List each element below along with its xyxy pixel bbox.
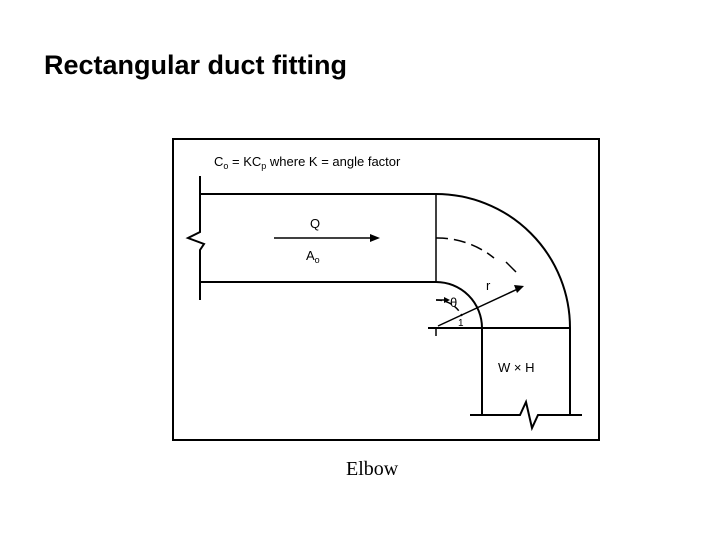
flow-arrowhead — [370, 234, 380, 242]
elbow-inner-wall — [435, 281, 483, 329]
flow-label: Q — [310, 216, 320, 231]
tick-label: 1 — [458, 318, 464, 329]
radius-line — [437, 286, 523, 327]
area-label: Ao — [306, 248, 320, 265]
radius-arrowhead — [514, 285, 524, 293]
figure-caption: Elbow — [346, 458, 399, 480]
inlet-break-line — [185, 176, 206, 300]
slide-title: Rectangular duct fitting — [44, 50, 347, 80]
equation-text: Co = KCp where K = angle factor — [214, 154, 401, 171]
outlet-break-line — [470, 398, 582, 432]
radius-label: r — [486, 278, 491, 293]
elbow-outer-wall — [435, 193, 571, 329]
angle-tick — [505, 261, 517, 273]
elbow-diagram: Co = KCp where K = angle factor Q Ao r — [172, 138, 600, 441]
dims-label: W × H — [498, 360, 534, 375]
theta-arrowhead — [444, 297, 450, 303]
angle-arc-inner — [435, 299, 463, 317]
elbow-diagram-svg: Co = KCp where K = angle factor Q Ao r — [185, 154, 582, 432]
angle-arc-outer — [435, 237, 495, 259]
angle-label: θ — [450, 295, 457, 310]
